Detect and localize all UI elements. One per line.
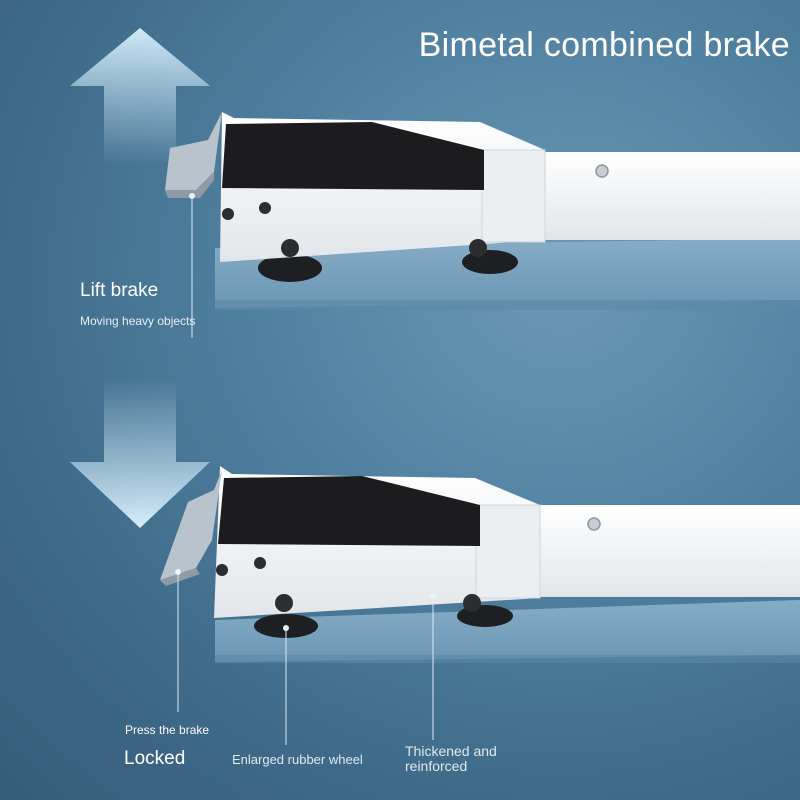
press-brake-label: Press the brake — [125, 723, 210, 737]
callout-lines — [175, 193, 436, 745]
arrow-up-icon — [70, 28, 210, 165]
lift-brake-label: Lift brake — [80, 280, 159, 301]
arrow-down-icon — [70, 378, 210, 528]
floor-bottom — [215, 600, 800, 663]
caster-base-lifted — [165, 112, 800, 282]
enlarged-wheel-label: Enlarged rubber wheel — [232, 752, 363, 767]
page-title: Bimetal combined brake — [418, 26, 790, 64]
caster-base-locked — [160, 466, 800, 638]
moving-heavy-objects-label: Moving heavy objects — [80, 314, 196, 328]
thickened-reinforced-label: Thickened and reinforced — [405, 743, 497, 774]
locked-label: Locked — [124, 748, 186, 769]
floor-top — [215, 238, 800, 310]
